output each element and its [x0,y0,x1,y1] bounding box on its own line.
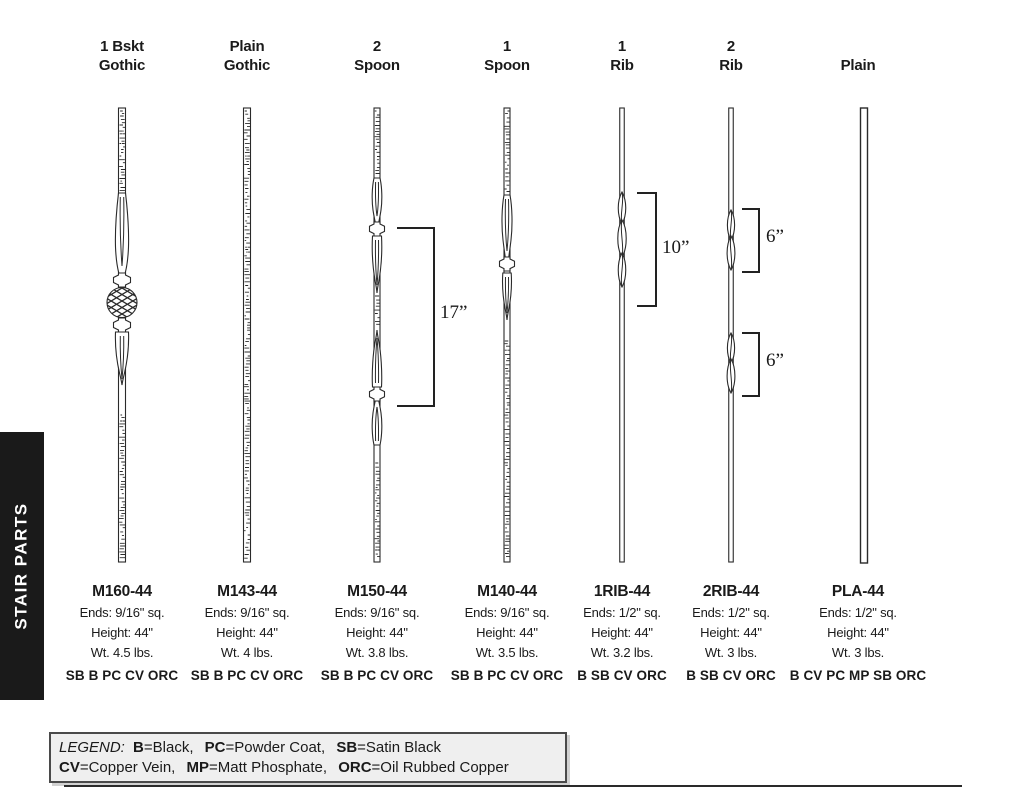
model-number: 2RIB-44 [702,583,760,600]
weight-spec: Wt. 4.5 lbs. [90,645,154,660]
product-info-1rib-44: 1RIB-44 Ends: 1/2" sq. Height: 44" Wt. 3… [537,583,707,683]
finish-codes: SB B PC CV ORC [65,668,179,683]
weight-spec: Wt. 3.2 lbs. [590,645,654,660]
height-spec: Height: 44" [700,625,762,640]
column-header-plain: Plain [840,57,876,74]
model-number: M143-44 [217,583,277,600]
stair-parts-label: STAIR PARTS [12,502,32,630]
twist-detail-bottom [726,331,736,395]
baluster-drawing-1-rib [617,107,627,563]
height-spec: Height: 44" [591,625,653,640]
finish-codes: SB B PC CV ORC [450,668,564,683]
twist-detail-top [726,208,736,272]
legend-entry: B=Black, [133,739,194,756]
ends-spec: Ends: 1/2" sq. [819,605,897,620]
baluster-drawing-2-rib [726,107,736,563]
finish-codes: B SB CV ORC [577,668,667,683]
baluster-drawing-plain [859,107,869,564]
dimension-bracket-17in [397,227,435,407]
model-number: M150-44 [347,583,407,600]
column-header-plain-gothic: Plain Gothic [223,38,271,74]
column-header-2-spoon: 2 Spoon [354,38,400,74]
legend-title: LEGEND: [59,739,125,756]
finish-codes: B CV PC MP SB ORC [789,668,927,683]
product-info-m143-44: M143-44 Ends: 9/16" sq. Height: 44" Wt. … [162,583,332,683]
dimension-bracket-10in [637,192,657,307]
legend-entry: SB=Satin Black [336,739,441,756]
dimension-label-17in: 17” [440,302,468,323]
baluster-drawing-plain-gothic [242,107,252,563]
product-info-m150-44: M150-44 Ends: 9/16" sq. Height: 44" Wt. … [292,583,462,683]
height-spec: Height: 44" [216,625,278,640]
ends-spec: Ends: 1/2" sq. [583,605,661,620]
finish-codes: B SB CV ORC [686,668,776,683]
legend-entry: PC=Powder Coat, [204,739,326,756]
baluster-drawing-1-bskt-gothic [106,107,138,563]
weight-spec: Wt. 3.8 lbs. [345,645,409,660]
height-spec: Height: 44" [476,625,538,640]
column-header-1-rib: 1 Rib [610,38,634,74]
model-number: M140-44 [477,583,537,600]
column-header-1-bskt-gothic: 1 Bskt Gothic [98,38,146,74]
model-number: PLA-44 [831,583,885,600]
baluster-drawing-1-spoon [498,107,516,563]
model-number: 1RIB-44 [593,583,651,600]
ends-spec: Ends: 9/16" sq. [204,605,290,620]
legend-line-2: CV=Copper Vein, MP=Matt Phosphate, ORC=O… [59,758,557,778]
dimension-label-10in: 10” [662,237,690,258]
column-header-2-rib: 2 Rib [719,38,743,74]
stair-parts-side-tab: STAIR PARTS [0,432,44,700]
dimension-bracket-6in-top [742,208,760,273]
product-info-m140-44: M140-44 Ends: 9/16" sq. Height: 44" Wt. … [422,583,592,683]
page-bottom-rule [64,785,962,787]
height-spec: Height: 44" [827,625,889,640]
weight-spec: Wt. 3 lbs. [831,645,885,660]
baluster-drawing-2-spoon [368,107,386,563]
legend-line-1: LEGEND: B=Black, PC=Powder Coat, SB=Sati… [59,738,557,758]
weight-spec: Wt. 3 lbs. [704,645,758,660]
product-info-pla-44: PLA-44 Ends: 1/2" sq. Height: 44" Wt. 3 … [773,583,943,683]
ends-spec: Ends: 9/16" sq. [464,605,550,620]
dimension-label-6in-bottom: 6” [766,350,784,371]
height-spec: Height: 44" [91,625,153,640]
legend-box: LEGEND: B=Black, PC=Powder Coat, SB=Sati… [49,732,567,783]
dimension-bracket-6in-bottom [742,332,760,397]
column-header-1-spoon: 1 Spoon [484,38,530,74]
product-info-2rib-44: 2RIB-44 Ends: 1/2" sq. Height: 44" Wt. 3… [646,583,816,683]
ends-spec: Ends: 1/2" sq. [692,605,770,620]
legend-entry: ORC=Oil Rubbed Copper [338,758,509,776]
product-info-m160-44: M160-44 Ends: 9/16" sq. Height: 44" Wt. … [37,583,207,683]
dimension-label-6in-top: 6” [766,226,784,247]
ends-spec: Ends: 9/16" sq. [334,605,420,620]
finish-codes: SB B PC CV ORC [320,668,434,683]
basket-detail [106,286,138,319]
finish-codes: SB B PC CV ORC [190,668,304,683]
model-number: M160-44 [92,583,152,600]
legend-entry: MP=Matt Phosphate, [186,758,328,776]
ends-spec: Ends: 9/16" sq. [79,605,165,620]
weight-spec: Wt. 3.5 lbs. [475,645,539,660]
height-spec: Height: 44" [346,625,408,640]
twist-detail [617,190,627,289]
legend-entry: CV=Copper Vein, [59,758,176,776]
weight-spec: Wt. 4 lbs. [220,645,274,660]
